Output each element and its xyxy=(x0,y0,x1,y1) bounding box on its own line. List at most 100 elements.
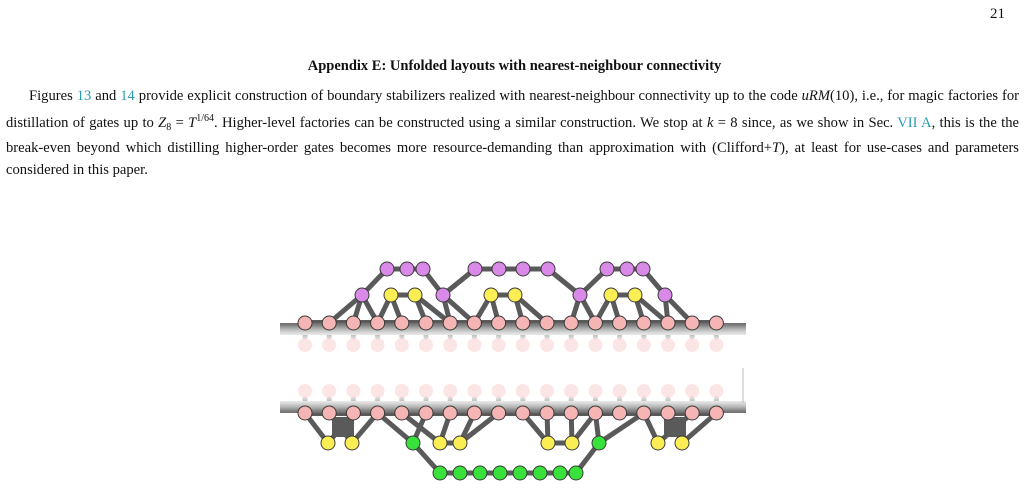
faded-qubit xyxy=(443,384,458,398)
pink-qubit xyxy=(684,315,700,331)
purple-qubit xyxy=(635,261,651,277)
pink-qubit xyxy=(491,405,507,421)
pink-qubit xyxy=(612,405,628,421)
faded-qubit xyxy=(370,338,385,352)
coupling-edge xyxy=(457,410,502,446)
purple-qubit xyxy=(619,261,635,277)
green-qubit xyxy=(568,465,584,481)
pink-qubit xyxy=(491,315,507,331)
purple-qubit xyxy=(467,261,483,277)
faded-qubit xyxy=(346,384,361,398)
figure-13-link[interactable]: 13 xyxy=(76,88,92,104)
faded-qubit xyxy=(540,338,554,352)
faded-qubit xyxy=(467,338,482,352)
pink-qubit xyxy=(394,315,410,331)
text-run: (10), i.e., for magic factories for dist… xyxy=(6,88,1020,131)
pink-qubit xyxy=(466,405,482,421)
faded-qubit xyxy=(612,384,627,398)
purple-qubit xyxy=(354,287,370,303)
figure-14-link[interactable]: 14 xyxy=(120,88,135,104)
yellow-qubit xyxy=(432,435,448,451)
code-name: uRM xyxy=(801,88,830,104)
faded-qubit xyxy=(491,384,506,398)
text-run: ), at least for use-cases and parameters… xyxy=(6,140,1019,178)
pink-qubit xyxy=(370,405,386,421)
pink-qubit xyxy=(370,315,386,331)
green-qubit xyxy=(452,465,468,481)
coupling-edge xyxy=(375,410,416,446)
text-run: = 8 since, as we show in Sec. xyxy=(713,114,898,131)
green-qubit xyxy=(405,435,421,451)
green-qubit xyxy=(472,465,488,481)
yellow-qubit xyxy=(603,287,619,303)
fade-overlay xyxy=(280,371,760,411)
faded-qubit xyxy=(515,338,530,352)
text-run: and xyxy=(91,88,121,104)
pink-qubit xyxy=(708,315,724,331)
faded-qubit xyxy=(661,338,675,352)
layout-figure xyxy=(280,248,760,488)
faded-qubit xyxy=(467,384,482,398)
section-link[interactable]: VII A xyxy=(897,114,932,131)
green-qubit xyxy=(492,465,508,481)
pink-qubit xyxy=(418,315,434,331)
pink-qubit xyxy=(563,315,579,331)
pink-qubit xyxy=(636,405,652,421)
coupling-edge xyxy=(399,410,443,446)
green-qubit xyxy=(512,465,528,481)
faded-qubit xyxy=(491,338,506,352)
yellow-qubit xyxy=(540,435,556,451)
body-paragraph: Figures 13 and 14 provide explicit const… xyxy=(6,86,1019,181)
yellow-qubit xyxy=(452,435,468,451)
pink-qubit xyxy=(684,405,700,421)
yellow-qubit xyxy=(383,287,399,303)
faded-qubit xyxy=(298,338,312,352)
t-variable: T xyxy=(771,140,781,156)
yellow-qubit xyxy=(407,287,423,303)
pink-qubit xyxy=(539,405,555,421)
faded-qubit xyxy=(443,338,458,352)
faded-qubit xyxy=(298,384,312,398)
green-qubit xyxy=(532,465,548,481)
faded-qubit xyxy=(564,338,579,352)
k-variable: k xyxy=(706,114,714,131)
faded-qubit xyxy=(661,384,675,398)
faded-qubit xyxy=(370,384,385,398)
gate-superscript: 1/64 xyxy=(196,112,215,124)
purple-qubit xyxy=(435,287,451,303)
purple-qubit xyxy=(540,261,556,277)
text-run: = xyxy=(171,114,189,131)
faded-qubit xyxy=(612,338,627,352)
pink-qubit xyxy=(297,405,313,421)
text-run: . Higher-level factories can be construc… xyxy=(214,114,707,131)
yellow-qubit xyxy=(674,435,690,451)
faded-qubit xyxy=(709,338,724,352)
text-run: Figures xyxy=(29,88,77,104)
green-qubit xyxy=(552,465,568,481)
purple-qubit xyxy=(599,261,615,277)
faded-qubit xyxy=(346,338,361,352)
faded-qubit xyxy=(419,338,433,352)
gate-subscript: 8 xyxy=(166,121,172,133)
faded-qubit xyxy=(709,384,724,398)
faded-qubit xyxy=(394,338,409,352)
purple-qubit xyxy=(657,287,673,303)
faded-qubit xyxy=(394,384,409,398)
pink-qubit xyxy=(708,405,724,421)
yellow-qubit xyxy=(344,435,360,451)
purple-qubit xyxy=(379,261,395,277)
qubit-layout-diagram xyxy=(280,261,760,481)
faded-qubit xyxy=(322,384,337,398)
pink-qubit xyxy=(515,405,531,421)
purple-qubit xyxy=(515,261,531,277)
yellow-qubit xyxy=(320,435,336,451)
faded-qubit xyxy=(636,384,651,398)
fade-overlay xyxy=(280,325,760,365)
pink-qubit xyxy=(394,405,410,421)
faded-qubit xyxy=(515,384,530,398)
pink-qubit xyxy=(660,315,676,331)
pink-qubit xyxy=(587,405,603,421)
pink-qubit xyxy=(345,405,361,421)
faded-qubit xyxy=(588,338,603,352)
coupling-edge xyxy=(679,410,719,446)
